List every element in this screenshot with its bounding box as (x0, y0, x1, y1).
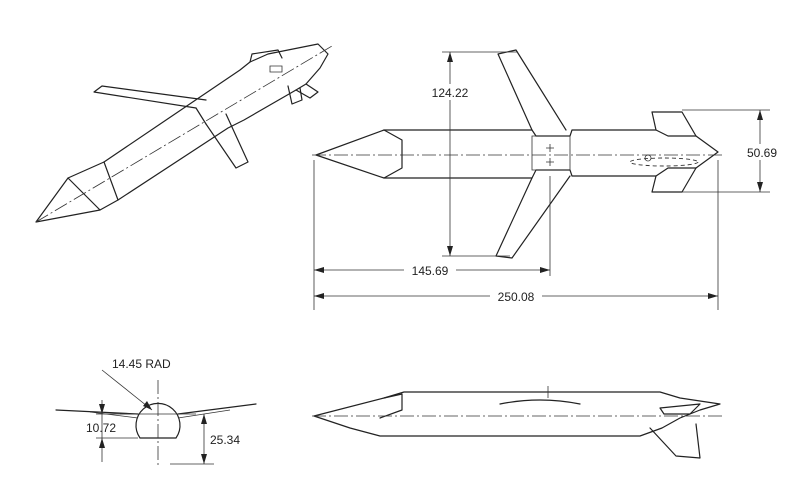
iso-left-wing (93, 85, 207, 109)
iso-wing-root (195, 107, 207, 125)
side-lower-fin (649, 423, 701, 459)
iso-centerline (35, 45, 333, 223)
iso-tail-fin-bottom (295, 83, 319, 99)
iso-forebody-joint (103, 161, 119, 201)
side-tail-detail (659, 403, 701, 415)
plan-tail-fin-bottom (651, 167, 697, 193)
dim-tail-ext (682, 109, 770, 193)
front-view: 14.45 RAD 10.72 25.34 (55, 357, 257, 466)
dim-wing-height-arrows (99, 404, 105, 448)
plan-nose-panel (383, 129, 403, 179)
plan-wing-root (531, 135, 571, 171)
dim-wingspan-label: 124.22 (432, 86, 469, 100)
dim-tail-label: 50.69 (747, 146, 777, 160)
dim-wingspan-ext (442, 51, 518, 257)
plan-tail-fin-top (651, 111, 697, 137)
side-fuselage (313, 391, 721, 437)
plan-detail-circle (644, 154, 652, 162)
iso-nose-joint (67, 177, 101, 211)
plan-view: 124.22 50.69 145.69 250.08 (312, 49, 786, 310)
front-left-wing (55, 409, 139, 415)
dim-body-height-label: 25.34 (210, 433, 240, 447)
plan-fuselage (315, 129, 719, 179)
plan-hinge-marks (546, 144, 554, 166)
side-view (312, 386, 724, 459)
dim-radius-arrow (143, 401, 152, 410)
dim-body-height-arrows (201, 414, 207, 464)
iso-detail (269, 65, 283, 73)
dim-wing-height-label: 10.72 (86, 421, 116, 435)
dim-tail-arrows (757, 110, 763, 192)
dim-radius-label: 14.45 RAD (112, 357, 171, 371)
iso-tail-fin-top (249, 49, 283, 63)
plan-lower-wing (495, 175, 571, 259)
dim-length-label: 250.08 (498, 290, 535, 304)
dim-station-label: 145.69 (412, 264, 449, 278)
side-nose-panel (379, 393, 403, 419)
iso-fuselage (35, 43, 329, 223)
side-canopy (499, 399, 581, 405)
plan-exhaust-dash (629, 157, 699, 167)
isometric-view (35, 43, 333, 223)
dim-radius-leader (101, 369, 153, 411)
plan-upper-wing (497, 49, 567, 131)
iso-tail-fin-side (287, 85, 303, 105)
iso-right-wing (205, 113, 249, 169)
front-body (135, 402, 181, 439)
dim-wing-height-ext (96, 413, 138, 439)
front-right-wing (177, 403, 257, 415)
